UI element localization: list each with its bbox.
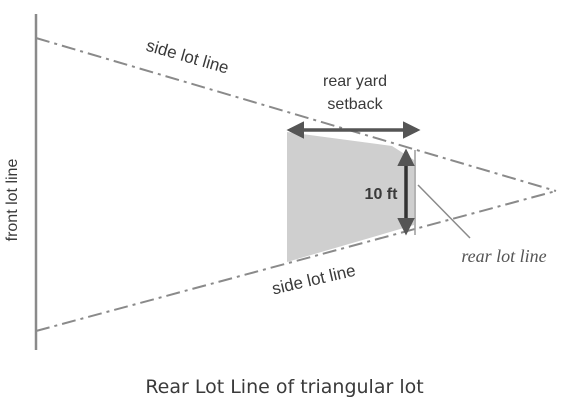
rear-yard-setback-label-line1: rear yard xyxy=(323,73,387,90)
side-lot-line-bottom-label: side lot line xyxy=(270,261,357,299)
rear-lot-line-leader xyxy=(417,184,471,239)
rear-yard-setback-area xyxy=(287,132,414,262)
rear-yard-setback-label-line2: setback xyxy=(327,96,383,113)
diagram-caption: Rear Lot Line of triangular lot xyxy=(145,376,424,398)
rear-lot-line-label: rear lot line xyxy=(461,246,546,266)
front-lot-line-label: front lot line xyxy=(4,159,21,242)
side-lot-line-top-label: side lot line xyxy=(144,36,231,78)
side-lot-line-top xyxy=(35,37,557,192)
side-lot-line-bottom xyxy=(35,190,557,332)
dimension-label: 10 ft xyxy=(365,186,399,203)
